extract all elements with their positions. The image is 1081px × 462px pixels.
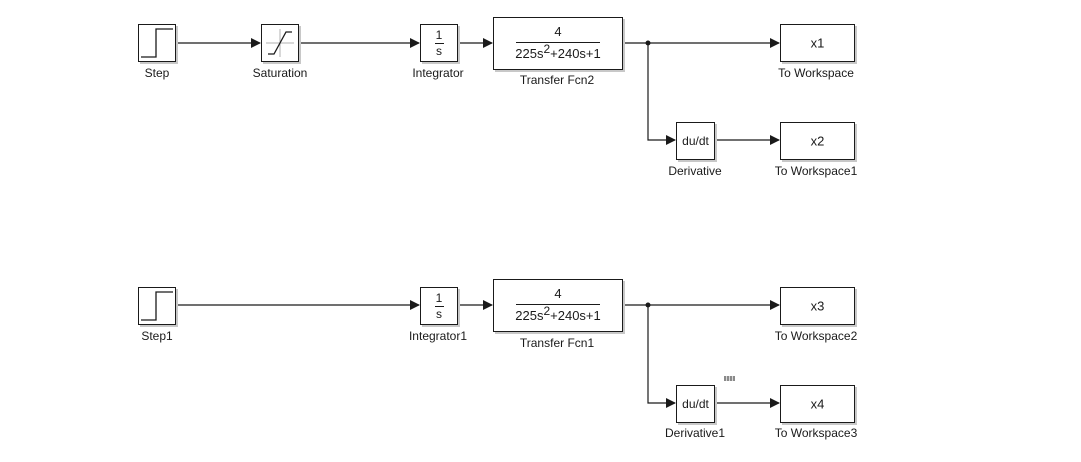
tf-exponent: 2 — [543, 304, 551, 318]
block-label: Saturation — [252, 66, 308, 80]
step-block[interactable] — [138, 287, 176, 325]
derivative-text: du/dt — [682, 397, 709, 411]
integrator-denominator: s — [436, 44, 442, 58]
to-workspace-block[interactable]: x4 — [780, 385, 855, 423]
derivative-block[interactable]: du/dt — [676, 122, 715, 160]
integrator-denominator: s — [436, 307, 442, 321]
block-label: Derivative — [668, 164, 722, 178]
to-workspace-block[interactable]: x3 — [780, 287, 855, 325]
tf-denominator-term: 225s — [515, 308, 544, 323]
to-workspace-block[interactable]: x1 — [780, 24, 855, 62]
branch-point — [645, 40, 651, 46]
integrator-numerator: 1 — [435, 291, 443, 305]
tf-numerator: 4 — [554, 286, 562, 301]
workspace-variable: x1 — [810, 35, 825, 51]
block-label: Step1 — [141, 329, 173, 343]
workspace-variable: x3 — [810, 298, 825, 314]
branch-point — [645, 302, 651, 308]
block-label: To Workspace3 — [774, 426, 858, 440]
step-icon — [141, 291, 173, 321]
block-label: Transfer Fcn1 — [519, 336, 595, 350]
derivative-text: du/dt — [682, 134, 709, 148]
block-label: Integrator — [412, 66, 464, 80]
signal-branch-derivative[interactable] — [647, 43, 676, 145]
block-label: Integrator1 — [408, 329, 468, 343]
block-action-bar-icon[interactable] — [724, 376, 735, 381]
tf-exponent: 2 — [543, 42, 551, 56]
integrator-block[interactable]: 1 s — [420, 287, 458, 325]
block-label: Transfer Fcn2 — [519, 73, 595, 87]
workspace-variable: x2 — [810, 133, 825, 149]
integrator-block[interactable]: 1 s — [420, 24, 458, 62]
tf-denominator: 225s2+240s+1 — [494, 305, 622, 324]
derivative-block[interactable]: du/dt — [676, 385, 715, 423]
step-block[interactable] — [138, 24, 176, 62]
tf-denominator: 225s2+240s+1 — [494, 43, 622, 62]
tf-denominator-term: 225s — [515, 46, 544, 61]
block-label: To Workspace2 — [774, 329, 858, 343]
step-icon — [141, 28, 173, 58]
block-label: Derivative1 — [664, 426, 726, 440]
transfer-fcn-block[interactable]: 4 225s2+240s+1 — [493, 17, 623, 70]
tf-numerator: 4 — [554, 24, 562, 39]
integrator-numerator: 1 — [435, 28, 443, 42]
block-label: To Workspace1 — [774, 164, 858, 178]
block-label: Step — [144, 66, 170, 80]
to-workspace-block[interactable]: x2 — [780, 122, 855, 160]
workspace-variable: x4 — [810, 396, 825, 412]
saturation-icon — [266, 29, 294, 57]
block-label: To Workspace — [778, 66, 854, 80]
tf-denominator-rest: +240s+1 — [550, 46, 601, 61]
transfer-fcn-block[interactable]: 4 225s2+240s+1 — [493, 279, 623, 332]
tf-denominator-rest: +240s+1 — [550, 308, 601, 323]
saturation-block[interactable] — [261, 24, 299, 62]
signal-branch-derivative1[interactable] — [647, 305, 676, 408]
